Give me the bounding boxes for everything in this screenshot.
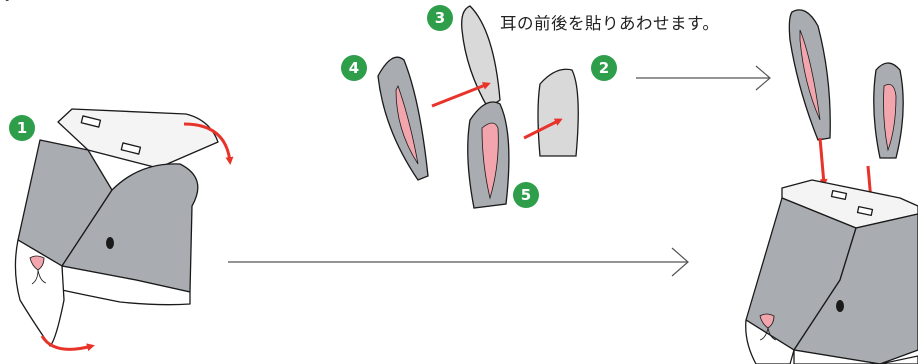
arrow-4-to-3 (431, 82, 491, 108)
arrow-5-to-2 (523, 118, 563, 140)
finished-ears (788, 9, 904, 159)
ear-front-4 (377, 56, 429, 181)
fold-arrow-top (183, 122, 234, 165)
head-piece-unfolded (14, 108, 219, 347)
svg-text:5: 5 (521, 186, 531, 204)
arrow-to-ears (636, 65, 771, 91)
arrow-ear-left-down (818, 137, 828, 187)
assembled-head (745, 179, 918, 364)
svg-text:2: 2 (599, 59, 609, 77)
ear-back-2 (537, 68, 579, 157)
arrow-to-assembled (228, 247, 689, 277)
ear-front-5 (467, 101, 510, 209)
badge-step-2: 2 (591, 55, 617, 81)
badge-step-1: 1 (9, 115, 35, 141)
badge-step-4: 4 (341, 55, 367, 81)
instruction-text: 耳の前後を貼りあわせます。 (500, 14, 720, 33)
svg-text:4: 4 (349, 59, 359, 77)
corner-mark: ° (4, 0, 11, 11)
badge-step-5: 5 (513, 182, 539, 208)
svg-text:3: 3 (435, 9, 445, 27)
badge-step-3: 3 (427, 5, 453, 31)
svg-text:1: 1 (17, 119, 27, 137)
fold-arrow-bottom (40, 335, 95, 352)
